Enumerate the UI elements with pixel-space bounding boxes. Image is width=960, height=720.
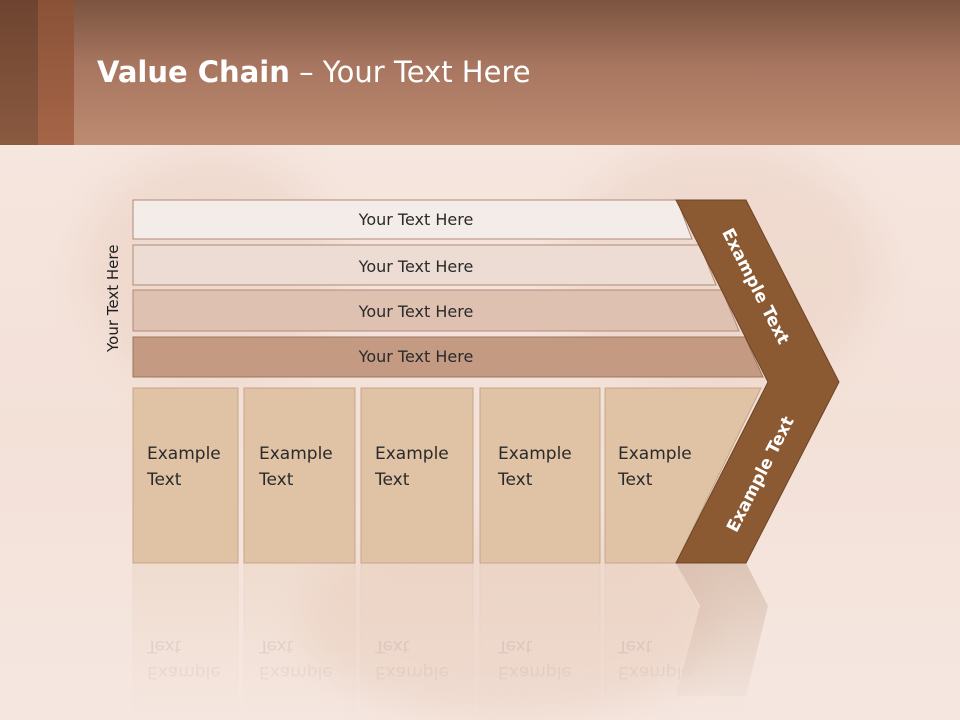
activity-box: Example Text	[479, 387, 601, 564]
title-bar-accent	[38, 0, 74, 145]
activity-box-line2: Text	[497, 470, 533, 490]
band-label: Your Text Here	[358, 347, 474, 366]
title-bar: Value Chain – Your Text Here	[0, 0, 960, 145]
activity-box-shape	[243, 387, 356, 564]
reflection-box	[360, 562, 474, 720]
activity-box-shape	[479, 387, 601, 564]
activity-box-shape	[360, 387, 474, 564]
band-shape	[132, 336, 764, 378]
band-label: Your Text Here	[358, 302, 474, 321]
diagram-reflection: Example Text Example Text Example Text E…	[132, 562, 768, 720]
band-row: Your Text Here	[132, 289, 740, 332]
activity-box-line1: Example	[147, 444, 221, 464]
activity-box-line2: Text	[617, 470, 653, 490]
title-bar-accent	[0, 0, 38, 145]
reflection-box	[479, 562, 601, 720]
band-shape	[132, 199, 693, 240]
reflection-box	[132, 562, 239, 720]
reflection-text: Text	[497, 636, 533, 656]
activity-box-line1: Example	[259, 444, 333, 464]
band-label: Your Text Here	[358, 210, 474, 229]
title-rest: – Your Text Here	[289, 55, 531, 89]
activity-box: Example Text	[132, 387, 239, 564]
band-row: Your Text Here	[132, 244, 717, 286]
activity-box-line1: Example	[618, 444, 692, 464]
reflection-text: Example	[259, 662, 333, 682]
reflection-text: Example	[618, 662, 692, 682]
activity-box-line1: Example	[375, 444, 449, 464]
activity-box: Example Text	[243, 387, 356, 564]
activity-box-shape	[132, 387, 239, 564]
reflection-text: Text	[258, 636, 294, 656]
activity-box-line2: Text	[146, 470, 182, 490]
reflection-text: Example	[498, 662, 572, 682]
activity-box: Example Text	[360, 387, 474, 564]
reflection-text: Example	[375, 662, 449, 682]
reflection-text: Example	[147, 662, 221, 682]
title-bold: Value Chain	[97, 55, 290, 89]
band-row: Your Text Here	[132, 336, 764, 378]
band-row: Your Text Here	[132, 199, 693, 240]
reflection-chevron	[676, 563, 768, 696]
reflection-text: Text	[146, 636, 182, 656]
activity-box-line2: Text	[374, 470, 410, 490]
band-shape	[132, 289, 740, 332]
activity-box-line1: Example	[498, 444, 572, 464]
page-title: Value Chain – Your Text Here	[97, 55, 531, 89]
chevron-shape	[675, 199, 840, 564]
reflection-text: Text	[617, 636, 653, 656]
activity-box: Example Text	[604, 387, 762, 564]
reflection-box	[604, 562, 753, 720]
activity-box-line2: Text	[258, 470, 294, 490]
reflection-box	[243, 562, 356, 720]
band-label: Your Text Here	[358, 257, 474, 276]
reflection-text: Text	[374, 636, 410, 656]
band-shape	[132, 244, 717, 286]
